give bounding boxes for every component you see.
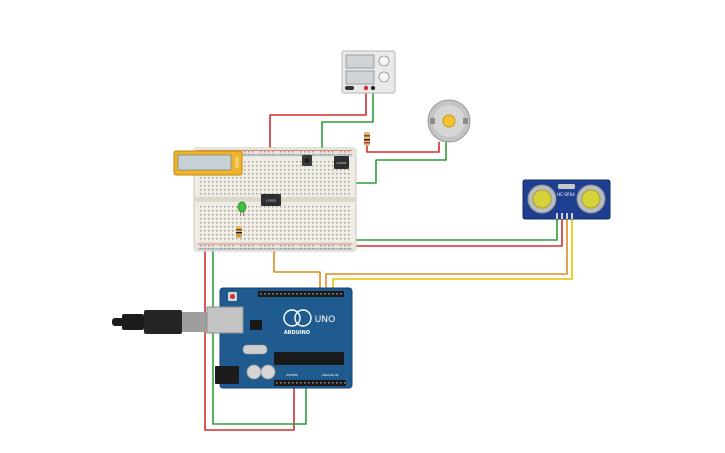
usb-cable[interactable] bbox=[112, 310, 208, 334]
ultrasonic-sensor[interactable]: HC-SR04 bbox=[522, 179, 611, 220]
wire-red-sensor[interactable] bbox=[350, 218, 563, 247]
arduino-crystal bbox=[242, 344, 268, 355]
wire-red-arduino[interactable] bbox=[204, 246, 295, 431]
usb-plug-metal bbox=[182, 312, 208, 332]
arduino-capacitor-2 bbox=[260, 364, 276, 380]
psu-switch[interactable] bbox=[345, 86, 354, 90]
wire-orange-bb[interactable] bbox=[273, 240, 321, 290]
psu-knob-voltage[interactable] bbox=[378, 55, 390, 67]
lcd-screen bbox=[177, 154, 232, 171]
psu-display-current bbox=[345, 70, 375, 85]
arduino-capacitor-1 bbox=[246, 364, 262, 380]
arduino-model-text: UNO bbox=[315, 315, 335, 325]
ultrasonic-crystal bbox=[558, 184, 575, 189]
ultrasonic-pins bbox=[556, 213, 573, 219]
power-supply[interactable] bbox=[341, 50, 396, 94]
dc-motor[interactable] bbox=[427, 99, 471, 143]
arduino-atmega-chip bbox=[274, 352, 344, 365]
ic-chip-top[interactable]: L293D bbox=[334, 156, 349, 169]
wire-green-arduino[interactable] bbox=[212, 250, 307, 425]
arduino-power-label: POWER bbox=[286, 373, 297, 377]
wire-orange-sensor[interactable] bbox=[325, 218, 568, 290]
lcd-connector bbox=[235, 157, 239, 168]
motor-shaft bbox=[442, 114, 456, 128]
wire-red-motor[interactable] bbox=[366, 134, 440, 153]
wire-green-motor[interactable] bbox=[356, 140, 447, 184]
arduino-infinity-logo bbox=[283, 309, 301, 327]
ic-middle-label: L293D bbox=[266, 199, 276, 203]
led-green[interactable] bbox=[237, 201, 247, 216]
psu-negative-terminal[interactable] bbox=[370, 85, 376, 91]
motor-bracket-left bbox=[430, 118, 435, 124]
psu-display-voltage bbox=[345, 54, 375, 69]
arduino-power-jack[interactable] bbox=[215, 366, 239, 384]
motor-bracket-right bbox=[463, 118, 468, 124]
arduino-logo-text: ARDUINO bbox=[284, 330, 310, 336]
arduino-usb-chip bbox=[250, 320, 262, 330]
ultrasonic-label: HC-SR04 bbox=[557, 192, 575, 197]
arduino-analog-label: ANALOG IN bbox=[322, 373, 339, 377]
push-button[interactable] bbox=[302, 155, 312, 166]
ic-top-label: L293D bbox=[337, 161, 347, 165]
arduino-power-analog-header[interactable] bbox=[274, 380, 346, 386]
resistor-psu[interactable] bbox=[364, 132, 370, 146]
lcd-display[interactable] bbox=[173, 150, 243, 176]
arduino-usb-port[interactable] bbox=[206, 306, 244, 334]
arduino-pins bbox=[260, 293, 346, 384]
ic-chip-middle[interactable]: L293D bbox=[261, 194, 281, 206]
psu-knob-current[interactable] bbox=[378, 71, 390, 83]
resistor-led[interactable] bbox=[236, 226, 242, 238]
wire-yellow-sensor[interactable] bbox=[332, 218, 573, 290]
psu-positive-terminal[interactable] bbox=[363, 85, 369, 91]
arduino-uno[interactable]: ARDUINO UNO POWER ANALOG IN bbox=[206, 287, 353, 389]
